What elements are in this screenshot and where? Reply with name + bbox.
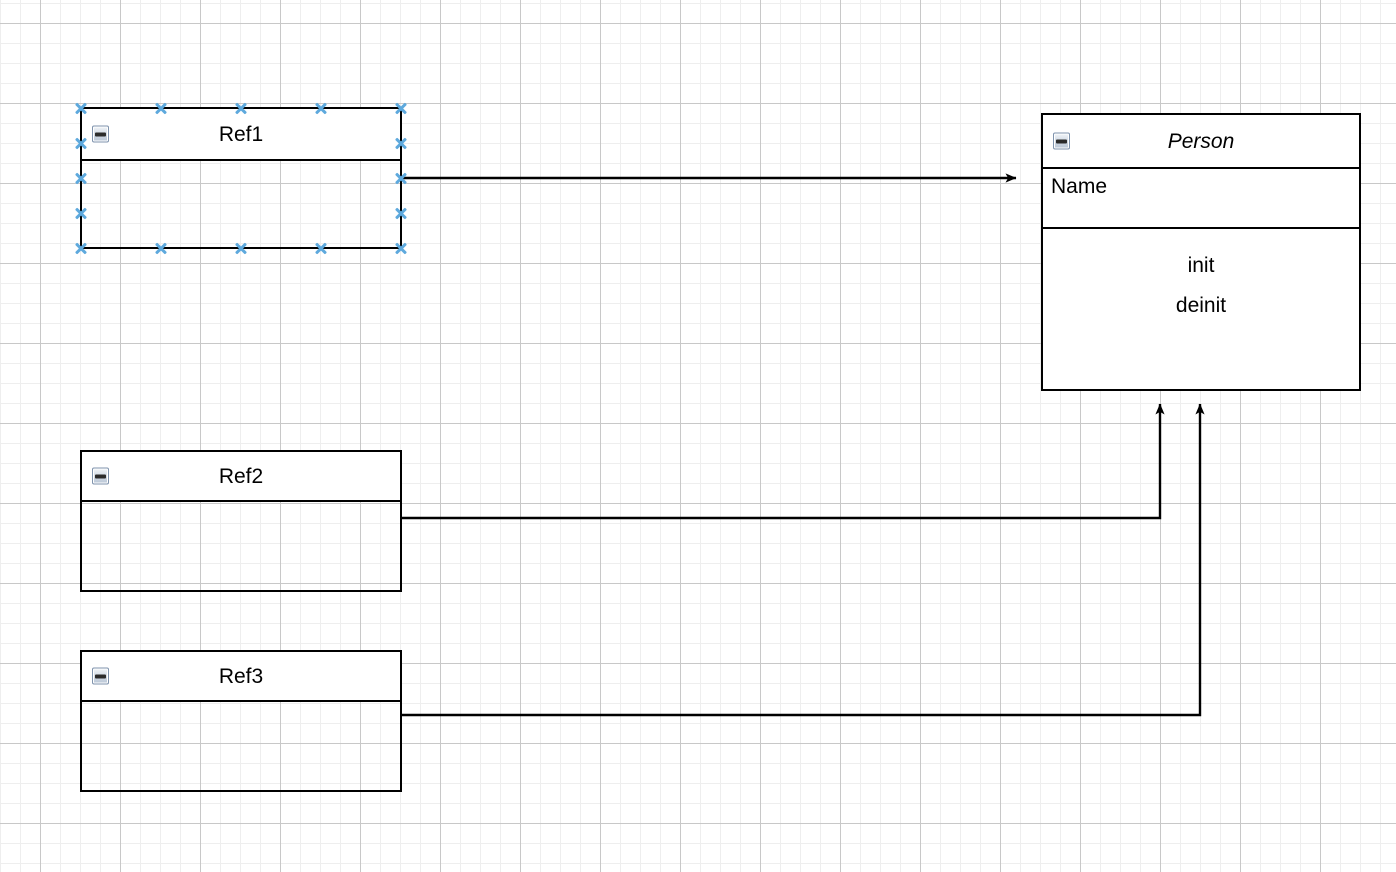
cross-handle-icon[interactable]	[75, 102, 88, 115]
collapse-minus-icon[interactable]	[92, 467, 109, 485]
cross-handle-icon[interactable]	[75, 207, 88, 220]
cross-handle-icon[interactable]	[395, 242, 408, 255]
minus-glyph	[95, 474, 106, 478]
uml-attribute-name: Name	[1051, 175, 1108, 198]
uml-class-person-header[interactable]: Person	[1043, 115, 1359, 169]
cross-handle-icon[interactable]	[395, 207, 408, 220]
cross-handle-icon[interactable]	[155, 242, 168, 255]
minus-glyph	[95, 674, 106, 678]
uml-class-person-methods[interactable]: init deinit	[1043, 229, 1359, 389]
cross-handle-icon[interactable]	[315, 102, 328, 115]
cross-handle-icon[interactable]	[75, 242, 88, 255]
uml-class-person[interactable]: Person Name init deinit	[1041, 113, 1361, 391]
uml-class-ref3-header[interactable]: Ref3	[82, 652, 400, 702]
minus-glyph	[1056, 139, 1067, 143]
uml-class-ref3[interactable]: Ref3	[80, 650, 402, 792]
collapse-minus-icon[interactable]	[92, 125, 109, 143]
cross-handle-icon[interactable]	[75, 172, 88, 185]
uml-class-person-attributes[interactable]: Name	[1043, 169, 1359, 229]
cross-handle-icon[interactable]	[315, 242, 328, 255]
cross-handle-icon[interactable]	[395, 172, 408, 185]
uml-class-ref2-header[interactable]: Ref2	[82, 452, 400, 502]
uml-method-init: init	[1187, 254, 1215, 277]
collapse-minus-icon[interactable]	[1053, 132, 1070, 150]
cross-handle-icon[interactable]	[395, 137, 408, 150]
uml-class-ref3-title: Ref3	[218, 664, 264, 688]
uml-class-ref1-title: Ref1	[218, 122, 264, 146]
uml-class-person-title: Person	[1167, 129, 1235, 153]
cross-handle-icon[interactable]	[395, 102, 408, 115]
uml-class-ref2-title: Ref2	[218, 464, 264, 488]
cross-handle-icon[interactable]	[235, 102, 248, 115]
cross-handle-icon[interactable]	[155, 102, 168, 115]
uml-class-ref1-header[interactable]: Ref1	[82, 109, 400, 161]
collapse-minus-icon[interactable]	[92, 667, 109, 685]
uml-class-ref2[interactable]: Ref2	[80, 450, 402, 592]
uml-method-deinit: deinit	[1175, 294, 1227, 317]
cross-handle-icon[interactable]	[235, 242, 248, 255]
cross-handle-icon[interactable]	[75, 137, 88, 150]
minus-glyph	[95, 132, 106, 136]
